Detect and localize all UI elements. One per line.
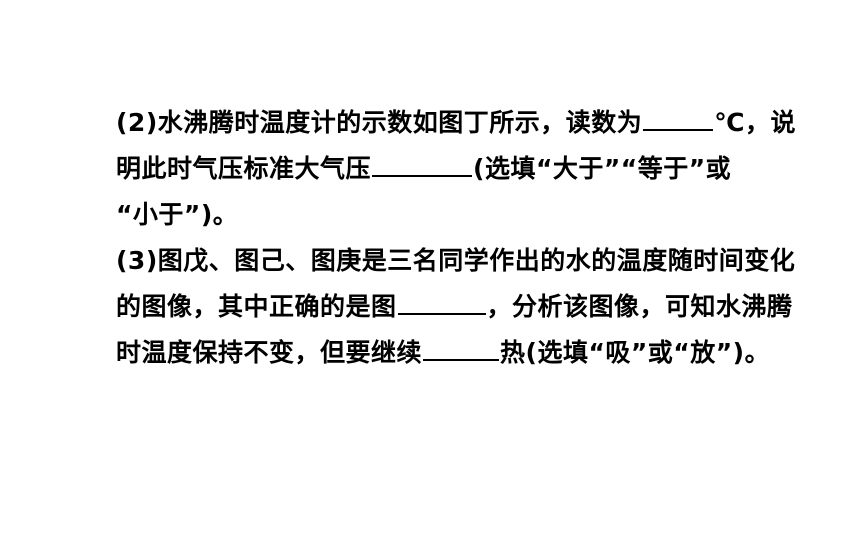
q2-line-1: (2)水沸腾时温度计的示数如图丁所示，读数为 ℃，说 xyxy=(116,100,836,146)
q3-line-2: 的图像，其中正确的是图 ，分析该图像，可知水沸腾 xyxy=(116,284,836,330)
answer-blank-graph[interactable] xyxy=(397,291,486,315)
q2-line-3: “小于”)。 xyxy=(116,192,836,238)
q3-line-3: 时温度保持不变，但要继续 热(选填“吸”或“放”)。 xyxy=(116,330,836,376)
answer-blank-reading[interactable] xyxy=(643,107,714,131)
q3-line-1-text: (3)图戊、图己、图庚是三名同学作出的水的温度随时间变化 xyxy=(116,246,796,275)
question-content: (2)水沸腾时温度计的示数如图丁所示，读数为 ℃，说 明此时气压标准大气压 (选填“… xyxy=(116,100,836,376)
q2-line-2-text-a: 明此时气压标准大气压 xyxy=(116,154,372,183)
q2-line-2: 明此时气压标准大气压 (选填“大于”“等于”或 xyxy=(116,146,836,192)
q2-line-1-text-b: ℃，说 xyxy=(714,108,797,137)
q2-line-2-text-b: (选填“大于”“等于”或 xyxy=(473,154,732,183)
q3-line-1: (3)图戊、图己、图庚是三名同学作出的水的温度随时间变化 xyxy=(116,238,836,284)
q3-line-3-text-b: 热(选填“吸”或“放”)。 xyxy=(500,338,771,367)
q3-line-2-text-a: 的图像，其中正确的是图 xyxy=(116,292,397,321)
answer-blank-pressure[interactable] xyxy=(372,153,473,177)
q2-line-1-text-a: (2)水沸腾时温度计的示数如图丁所示，读数为 xyxy=(116,108,643,137)
q3-line-2-text-b: ，分析该图像，可知水沸腾 xyxy=(486,292,793,321)
answer-blank-heat[interactable] xyxy=(423,337,500,361)
q2-line-3-text: “小于”)。 xyxy=(116,200,239,229)
q3-line-3-text-a: 时温度保持不变，但要继续 xyxy=(116,338,423,367)
